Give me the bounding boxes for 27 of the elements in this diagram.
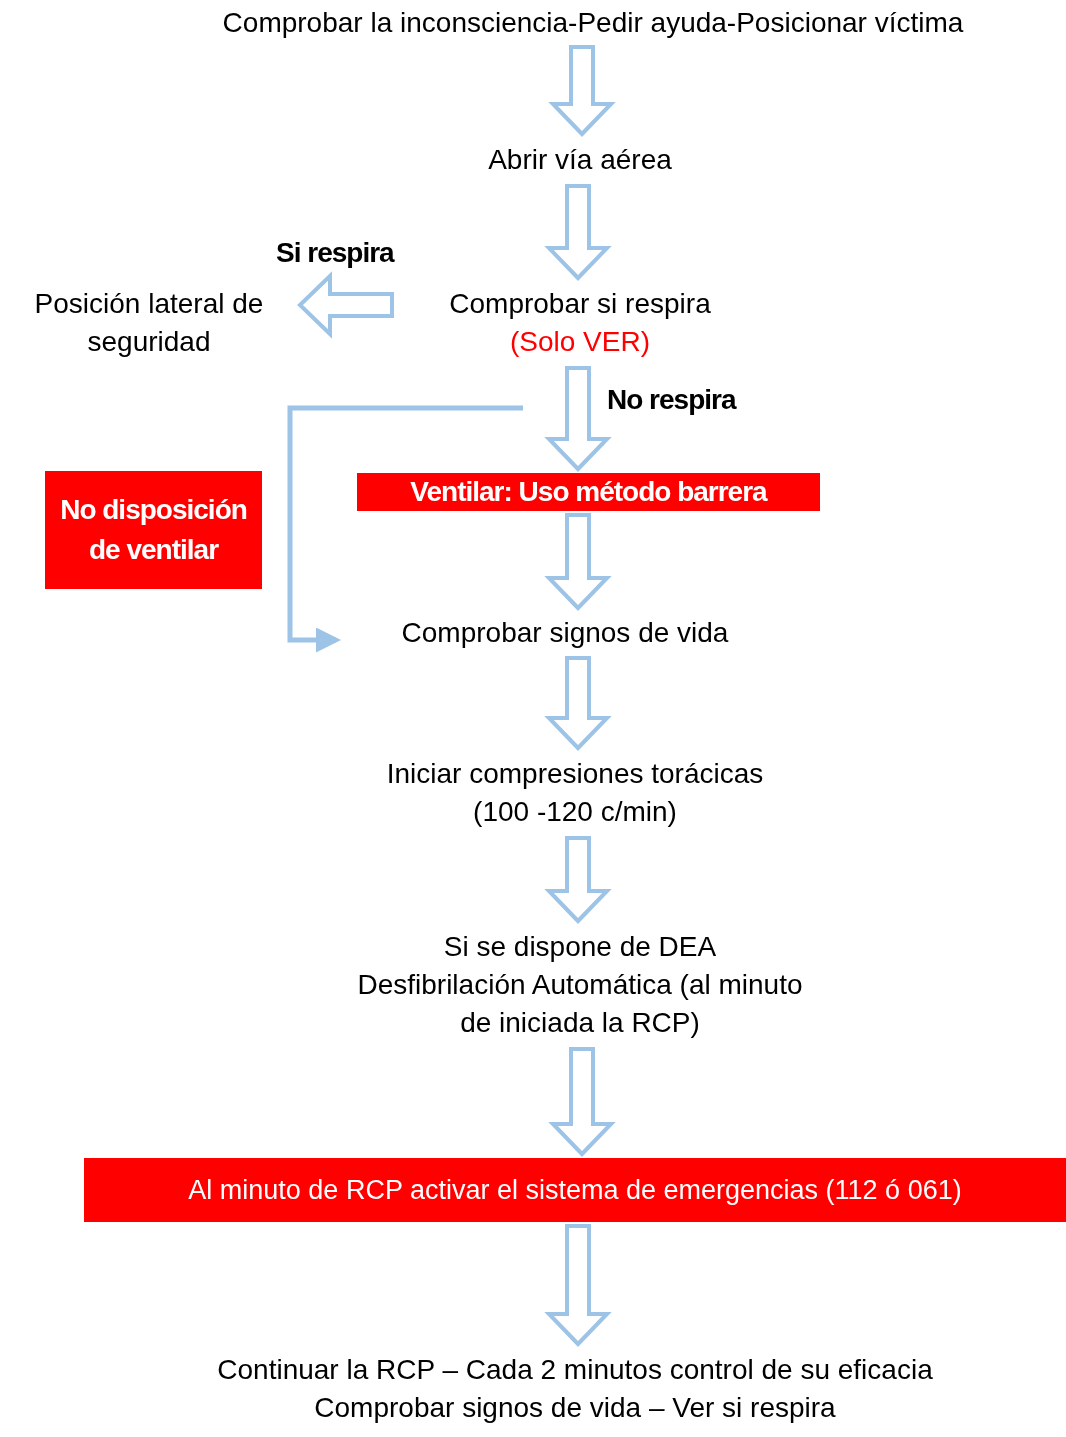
- step-text: Comprobar si respira: [449, 287, 711, 321]
- step-text: (100 -120 c/min): [473, 795, 677, 829]
- block-arrow: [544, 836, 612, 924]
- alert-banner: Al minuto de RCP activar el sistema de emergencias (112 ó 061): [84, 1158, 1066, 1222]
- note-text: (Solo VER): [509, 325, 650, 359]
- block-arrow: [544, 1224, 612, 1347]
- alert-box: Ventilar: Uso método barrera: [357, 473, 820, 511]
- step-text: Iniciar compresiones torácicas: [386, 757, 764, 791]
- step-text: Continuar la RCP – Cada 2 minutos control de su eficacia: [217, 1353, 933, 1387]
- block-arrow: [544, 366, 612, 472]
- block-arrow: [297, 271, 394, 339]
- edge-label: No respira: [607, 384, 736, 416]
- block-arrow: [548, 1047, 616, 1157]
- step-text: Posición lateral de seguridad: [33, 287, 265, 359]
- step-text: Abrir vía aérea: [488, 143, 672, 177]
- step-text: Comprobar la inconsciencia-Pedir ayuda-Posicionar víctima: [222, 6, 964, 40]
- step-text: Si se dispone de DEA: [443, 930, 717, 964]
- connector-arrow: [287, 405, 523, 653]
- step-text: Comprobar signos de vida: [401, 616, 729, 650]
- block-arrow: [548, 45, 616, 137]
- block-arrow: [544, 184, 612, 281]
- edge-label: Si respira: [276, 237, 394, 269]
- block-arrow: [544, 513, 612, 611]
- step-text: Desfibrilación Automática (al minuto de iniciada la RCP): [356, 968, 804, 1040]
- alert-box: No disposición de ventilar: [45, 471, 262, 589]
- block-arrow: [544, 656, 612, 751]
- step-text: Comprobar signos de vida – Ver si respira: [314, 1391, 836, 1425]
